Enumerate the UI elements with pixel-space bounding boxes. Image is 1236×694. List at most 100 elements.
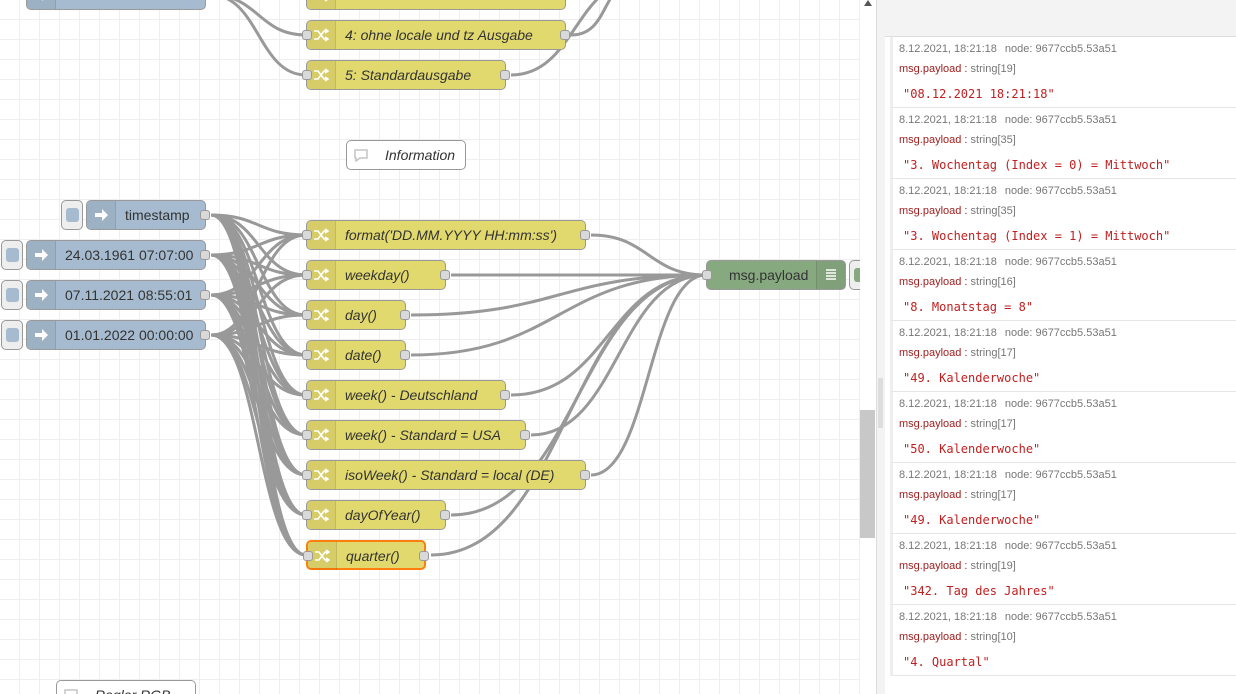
node-label: week() - Deutschland (345, 387, 478, 403)
debug-message-node[interactable]: node: 9677ccb5.53a51 (1004, 114, 1117, 126)
scrollbar-thumb[interactable] (860, 410, 875, 538)
debug-message-prop: msg.payload : (899, 418, 971, 430)
debug-message-prop: msg.payload : (899, 134, 971, 146)
wire-change-to-debug[interactable] (410, 273, 707, 317)
change-node-weekday[interactable]: weekday() (302, 260, 450, 290)
comment-node-information[interactable]: Information (346, 140, 466, 170)
debug-message-property[interactable]: msg.payload : string[19] (899, 560, 1016, 572)
wire-inject-to-change[interactable] (210, 233, 307, 337)
debug-message-property[interactable]: msg.payload : string[35] (899, 205, 1016, 217)
wire-change-to-debug[interactable] (510, 273, 707, 397)
debug-message-property[interactable]: msg.payload : string[17] (899, 489, 1016, 501)
change-node-isoweek[interactable]: isoWeek() - Standard = local (DE) (302, 460, 590, 490)
debug-message-property[interactable]: msg.payload : string[17] (899, 418, 1016, 430)
debug-toggle-button[interactable] (849, 260, 860, 290)
debug-message-value: "4. Quartal" (903, 655, 990, 669)
change-node-quarter[interactable]: quarter() (303, 540, 429, 570)
splitter-grip[interactable] (878, 378, 883, 428)
node-label: 24.03.1961 07:07:00 (65, 247, 194, 263)
wire-change-to-debug[interactable] (590, 233, 707, 277)
debug-message-prop: msg.payload : (899, 631, 971, 643)
inject-node-2022[interactable]: 01.01.2022 00:00:00 (1, 320, 210, 350)
wire-change-to-debug[interactable] (590, 273, 707, 477)
wire[interactable] (510, 0, 640, 77)
debug-message-node[interactable]: node: 9677ccb5.53a51 (1004, 398, 1117, 410)
inject-node-timestamp[interactable]: timestamp (61, 200, 210, 230)
inject-trigger-button[interactable] (61, 200, 83, 230)
change-node-dayofyear[interactable]: dayOfYear() (302, 500, 450, 530)
debug-message-value: "49. Kalenderwoche" (903, 371, 1041, 385)
node-label: quarter() (346, 548, 400, 564)
workspace-scrollbar[interactable] (860, 0, 875, 694)
debug-message-node[interactable]: node: 9677ccb5.53a51 (1004, 327, 1117, 339)
scroll-up-arrow-icon[interactable] (864, 0, 872, 6)
change-node-format[interactable]: format('DD.MM.YYYY HH:mm:ss') (302, 220, 590, 250)
debug-message-prop: msg.payload : (899, 276, 971, 288)
change-node-ohne-locale[interactable]: 4: ohne locale und tz Ausgabe (302, 20, 570, 50)
change-node-day[interactable]: day() (302, 300, 410, 330)
debug-message-node[interactable]: node: 9677ccb5.53a51 (1004, 540, 1117, 552)
debug-message-node[interactable]: node: 9677ccb5.53a51 (1004, 185, 1117, 197)
debug-message-property[interactable]: msg.payload : string[19] (899, 63, 1016, 75)
shuffle-icon (307, 461, 336, 489)
debug-message[interactable]: 8.12.2021, 18:21:18 node: 9677ccb5.53a51 m… (890, 605, 1236, 676)
debug-message-node[interactable]: node: 9677ccb5.53a51 (1004, 469, 1117, 481)
list-icon (816, 261, 845, 289)
wire-inject-to-change[interactable] (210, 273, 307, 337)
debug-message-value: "3. Wochentag (Index = 1) = Mittwoch" (903, 229, 1171, 243)
node-label: date() (345, 347, 382, 363)
wire[interactable] (570, 0, 640, 37)
debug-message-time: 8.12.2021, 18:21:18 (899, 469, 997, 481)
debug-message-property[interactable]: msg.payload : string[10] (899, 631, 1016, 643)
wire-change-to-debug[interactable] (410, 273, 707, 357)
debug-message-property[interactable]: msg.payload : string[17] (899, 347, 1016, 359)
debug-message-type: string[35] (970, 205, 1016, 217)
inject-node-partial[interactable] (26, 0, 206, 10)
wire[interactable] (211, 0, 307, 77)
inject-trigger-button[interactable] (1, 240, 23, 270)
debug-message-property[interactable]: msg.payload : string[16] (899, 276, 1016, 288)
debug-message-node[interactable]: node: 9677ccb5.53a51 (1004, 43, 1117, 55)
change-node-week-de[interactable]: week() - Deutschland (302, 380, 510, 410)
debug-message-value: "3. Wochentag (Index = 0) = Mittwoch" (903, 158, 1171, 172)
change-node-week-usa[interactable]: week() - Standard = USA (302, 420, 530, 450)
wire-change-to-debug[interactable] (530, 273, 707, 437)
debug-message-time: 8.12.2021, 18:21:18 (899, 43, 997, 55)
inject-node-1961[interactable]: 24.03.1961 07:07:00 (1, 240, 210, 270)
wire[interactable] (211, 0, 307, 37)
flow-workspace[interactable]: 4: ohne locale und tz Ausgabe 5: Standar… (0, 0, 860, 694)
wire-change-to-debug[interactable] (430, 273, 707, 557)
node-label: week() - Standard = USA (345, 427, 502, 443)
debug-message-node[interactable]: node: 9677ccb5.53a51 (1004, 611, 1117, 623)
shuffle-icon (307, 0, 336, 9)
change-node-date[interactable]: date() (302, 340, 410, 370)
debug-message-prop: msg.payload : (899, 205, 971, 217)
inject-trigger-button[interactable] (1, 280, 23, 310)
comment-node-regler[interactable]: Regler RGB (56, 680, 196, 694)
debug-message-node[interactable]: node: 9677ccb5.53a51 (1004, 256, 1117, 268)
change-node-partial[interactable] (306, 0, 566, 10)
debug-message[interactable]: 8.12.2021, 18:21:18 node: 9677ccb5.53a51 m… (890, 37, 1236, 108)
arrow-right-icon (27, 0, 56, 9)
wire-inject-to-change[interactable] (210, 333, 307, 557)
node-label: timestamp (125, 207, 190, 223)
debug-message[interactable]: 8.12.2021, 18:21:18 node: 9677ccb5.53a51 m… (890, 463, 1236, 534)
debug-message-property[interactable]: msg.payload : string[35] (899, 134, 1016, 146)
node-label: Regler RGB (95, 681, 170, 694)
debug-node-msg-payload[interactable]: msg.payload (702, 260, 860, 290)
inject-node-2021[interactable]: 07.11.2021 08:55:01 (1, 280, 210, 310)
change-node-standardausgabe[interactable]: 5: Standardausgabe (302, 60, 510, 90)
inject-trigger-button[interactable] (1, 320, 23, 350)
debug-message-type: string[35] (970, 134, 1016, 146)
debug-message-time: 8.12.2021, 18:21:18 (899, 611, 997, 623)
